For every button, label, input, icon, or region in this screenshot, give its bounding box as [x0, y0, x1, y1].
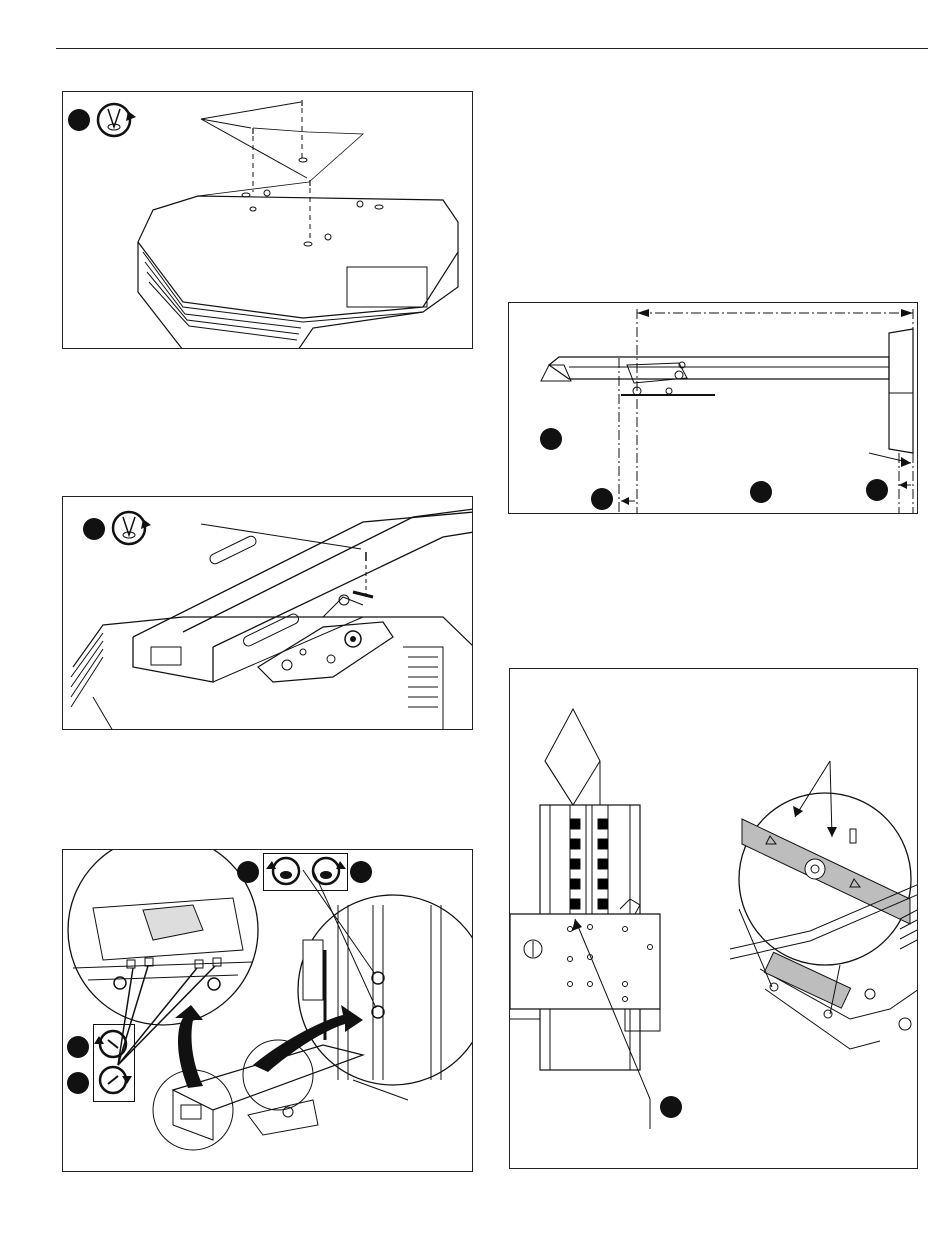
- step-number-marker: [237, 861, 259, 883]
- figure-mount-rail-slide: [62, 849, 473, 1172]
- step-number-marker: [660, 1096, 682, 1118]
- step-number-marker: [67, 1036, 89, 1058]
- figure-projector-screws: [62, 91, 473, 349]
- step-number-marker: [591, 488, 613, 510]
- step-number-marker: [866, 479, 888, 501]
- rail-slide-illustration: [63, 850, 473, 1172]
- screw-counterclockwise-icon: [266, 853, 306, 889]
- throw-distance-illustration: [509, 303, 918, 514]
- figure-throw-distance: [508, 302, 918, 514]
- step-number-marker: [83, 518, 105, 540]
- step-number-marker: [540, 428, 562, 450]
- step-number-marker: [750, 481, 772, 503]
- screw-clockwise-icon: [92, 97, 138, 143]
- header-rule: [56, 48, 928, 49]
- screw-clockwise-icon: [306, 853, 346, 889]
- step-number-marker: [67, 1072, 89, 1094]
- alignment-marks-illustration: [510, 669, 918, 1169]
- screw-clockwise-icon: [107, 505, 153, 551]
- step-number-marker: [350, 861, 372, 883]
- figure-alignment-marks: [509, 668, 918, 1169]
- tighten-icon: [94, 1062, 132, 1098]
- step-number-marker: [68, 109, 90, 131]
- figure-adapter-bracket-installed: [62, 496, 473, 730]
- loosen-icon: [94, 1026, 132, 1062]
